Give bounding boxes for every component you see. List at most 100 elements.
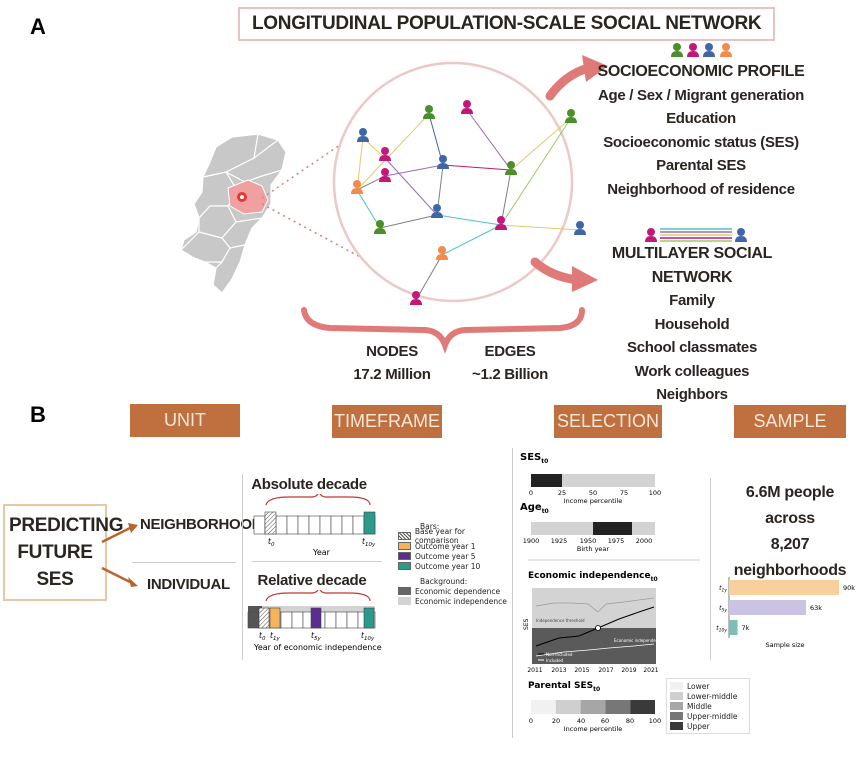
- svg-text:60: 60: [601, 717, 609, 725]
- arrow-down-icon: [530, 257, 598, 292]
- tick-t1: t1y: [270, 631, 280, 642]
- person-icon: [410, 291, 422, 305]
- relative-xlabel: Year of economic independence: [253, 643, 382, 652]
- legend-title: Background:: [420, 577, 468, 586]
- svg-text:50: 50: [589, 489, 597, 497]
- swatch: [670, 722, 683, 730]
- swatch: [398, 542, 411, 550]
- tick-t10: t10y: [362, 537, 376, 548]
- legend-item: Economic independence: [398, 596, 510, 606]
- absolute-decade-diagram: t0 t10y Year: [253, 494, 376, 557]
- svg-text:2011: 2011: [527, 667, 542, 674]
- network-item: Family: [669, 292, 715, 309]
- legend-item: Outcome year 10: [398, 561, 510, 571]
- legend-item: Upper-middle: [670, 711, 746, 721]
- header-sample: SAMPLE: [734, 405, 846, 438]
- tick-t5: t5y: [311, 631, 321, 642]
- tick-t0: t0: [268, 537, 275, 548]
- predicting-box: PREDICTING FUTURE SES: [3, 504, 124, 601]
- bar-value-label: 7k: [742, 624, 750, 632]
- econ-label: Economic independencet0: [528, 571, 658, 583]
- person-icon: [374, 220, 386, 234]
- predicting-line: SES: [36, 569, 74, 590]
- legend-item: Outcome year 1: [398, 541, 510, 551]
- person-icon: [351, 180, 363, 194]
- parental-legend: Lower Lower-middle Middle Upper-middle U…: [666, 678, 750, 734]
- parental-bar: [531, 700, 655, 714]
- svg-text:2019: 2019: [621, 667, 636, 674]
- tick-t10-rel: t10y: [361, 631, 375, 642]
- socioeconomic-heading: SOCIOECONOMIC PROFILE: [597, 63, 805, 80]
- swatch: [670, 692, 683, 700]
- legend-item: Lower-middle: [670, 691, 746, 701]
- swatch: [398, 552, 411, 560]
- svg-text:1950: 1950: [580, 537, 597, 545]
- profile-item: Education: [666, 110, 736, 127]
- svg-text:2000: 2000: [636, 537, 653, 545]
- timeframe-legend: Bars: Base year for comparison Outcome y…: [398, 522, 510, 606]
- swatch: [670, 702, 683, 710]
- divider: [252, 561, 382, 562]
- edges-label: EDGES: [484, 343, 536, 360]
- ses-xlabel: Income percentile: [564, 497, 623, 505]
- edges-count: EDGES ~1.2 Billion: [465, 340, 555, 386]
- network-illustration: [180, 43, 747, 354]
- svg-text:1925: 1925: [551, 537, 568, 545]
- profile-item: Socioeconomic status (SES): [603, 133, 799, 151]
- swatch: [398, 562, 411, 570]
- header-timeframe: TIMEFRAME: [332, 405, 442, 438]
- panel-a-title: LONGITUDINAL POPULATION-SCALE SOCIAL NET…: [238, 7, 776, 41]
- absolute-decade-title: Absolute decade: [251, 476, 367, 493]
- network-item: Neighbors: [656, 386, 728, 403]
- person-icon: [461, 100, 473, 114]
- nodes-value: 17.2 Million: [353, 366, 431, 383]
- svg-text:80: 80: [626, 717, 634, 725]
- econ-annotation: Independence threshold: [536, 618, 585, 623]
- socioeconomic-profile-list: SOCIOECONOMIC PROFILE Age / Sex / Migran…: [596, 60, 806, 201]
- econ-legend-2: Included: [546, 658, 564, 663]
- svg-text:25: 25: [558, 489, 566, 497]
- person-icon: [574, 221, 586, 235]
- header-unit: UNIT: [130, 404, 240, 437]
- svg-text:2015: 2015: [574, 667, 589, 674]
- people-group-icon: [671, 43, 732, 57]
- unit-individual: INDIVIDUAL: [147, 576, 230, 593]
- bar-t10y: [729, 620, 738, 635]
- parental-label: Parental SESt0: [528, 681, 600, 693]
- parental-xlabel: Income percentile: [564, 725, 623, 733]
- person-icon: [423, 105, 435, 119]
- predicting-line: PREDICTING: [9, 515, 124, 536]
- profile-item: Age / Sex / Migrant generation: [597, 86, 805, 104]
- svg-text:1900: 1900: [523, 537, 540, 545]
- divider: [242, 474, 243, 660]
- network-item: Work colleagues: [634, 362, 750, 380]
- location-pin-icon: [237, 192, 247, 202]
- swatch: [670, 712, 683, 720]
- network-nodes: [351, 100, 586, 305]
- relative-decade-diagram: t0 t1y t5y t10y Year of economic indepen…: [247, 590, 382, 652]
- unit-arrows: [101, 523, 138, 587]
- legend-item: Economic dependence: [398, 586, 510, 596]
- profile-item: Parental SES: [656, 157, 746, 174]
- network-item: Household: [654, 315, 730, 333]
- person-icon: [495, 216, 507, 230]
- absolute-xlabel: Year: [312, 548, 331, 557]
- parental-ticks: 0 20 40 60 80 100: [529, 717, 661, 725]
- legend-item: Outcome year 5: [398, 551, 510, 561]
- svg-text:0: 0: [529, 717, 533, 725]
- bar-category-label: t5y: [719, 605, 727, 614]
- age-label: Aget0: [520, 502, 549, 515]
- bar-value-label: 90k: [843, 584, 855, 592]
- nodes-label: NODES: [366, 343, 418, 360]
- bar-t5y: [729, 600, 806, 615]
- sample-line: 8,207 neighborhoods: [733, 536, 847, 579]
- person-icon: [565, 109, 577, 123]
- person-icon: [437, 155, 449, 169]
- swatch: [398, 597, 411, 605]
- econ-annotation-new: Economic independence: [614, 638, 664, 643]
- econ-legend-1: Non-included: [546, 652, 573, 657]
- swatch: [670, 682, 683, 690]
- ses-ticks: 0 25 50 75 100: [529, 489, 661, 497]
- header-selection: SELECTION: [554, 405, 662, 438]
